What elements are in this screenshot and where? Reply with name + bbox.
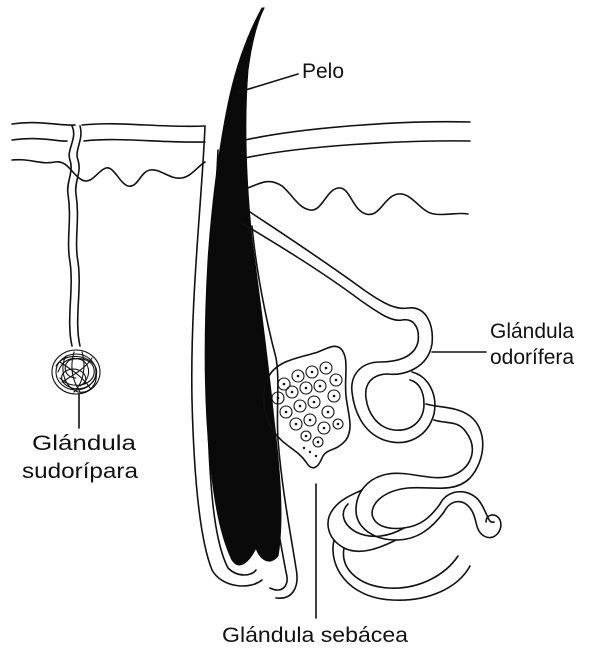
- scent-gland-label-line2: odorífera: [490, 346, 574, 369]
- sweat-gland: [52, 126, 100, 394]
- dermal-papillae-right: [248, 182, 468, 215]
- sweat-gland-label-line2: sudorípara: [22, 460, 138, 483]
- scent-gland-label-line1: Glándula: [490, 320, 574, 343]
- skin-surface-left: [12, 123, 205, 143]
- hair-label: Pelo: [302, 60, 344, 83]
- sweat-gland-coil: [52, 350, 100, 394]
- skin-surface-right: [245, 122, 470, 158]
- sebaceous-cells: [272, 362, 343, 457]
- dermal-papillae-left: [12, 160, 205, 187]
- sweat-gland-label-line1: Glándula: [32, 432, 136, 455]
- sebaceous-gland-label: Glándula sebácea: [222, 624, 408, 647]
